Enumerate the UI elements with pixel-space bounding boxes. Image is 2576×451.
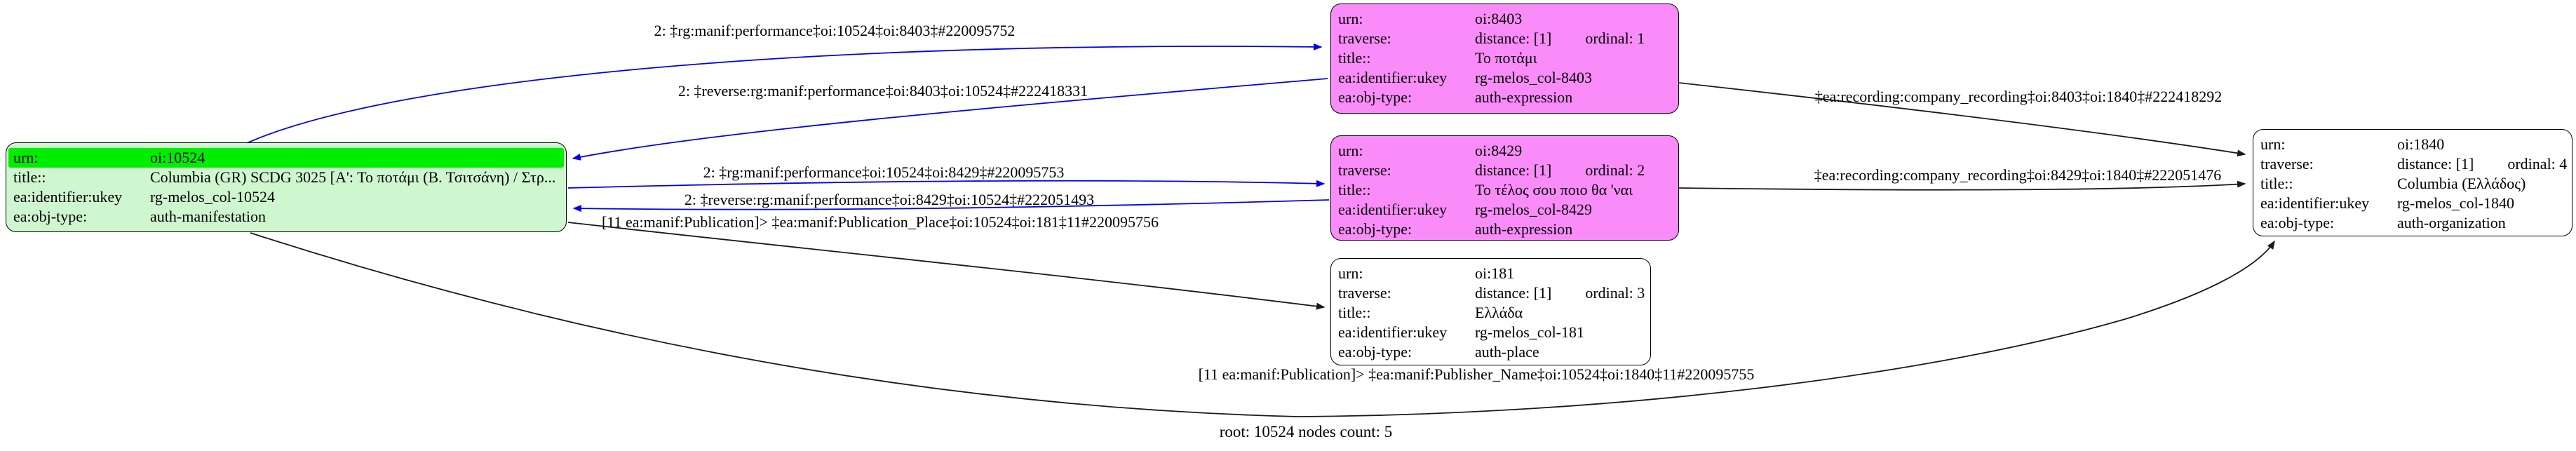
title-value: Το ποτάμι <box>1475 49 1537 67</box>
node-oi-1840: urn: oi:1840 traverse: distance: [1] ordi… <box>2253 129 2572 236</box>
node-oi-181: urn: oi:181 traverse: distance: [1] ordin… <box>1330 258 1651 365</box>
objtype-value: auth-expression <box>1475 220 1573 238</box>
objtype-value: auth-expression <box>1475 88 1573 106</box>
node-181-objtype-row: ea:obj-type: auth-place <box>1338 342 1643 362</box>
ukey-value: rg-melos_col-8429 <box>1475 201 1593 218</box>
field-label: ea:obj-type: <box>13 208 88 225</box>
ukey-value: rg-melos_col-181 <box>1475 323 1585 341</box>
distance-value: distance: [1] <box>2397 155 2474 173</box>
edge-label-performance-8403: 2: ‡rg:manif:performance‡oi:10524‡oi:840… <box>654 22 1016 39</box>
objtype-value: auth-organization <box>2397 214 2506 231</box>
field-label: traverse: <box>1338 161 1391 179</box>
node-8429-traverse-row: traverse: distance: [1] ordinal: 2 <box>1338 161 1671 180</box>
edge-label-company-recording-8429: ‡ea:recording:company_recording‡oi:8429‡… <box>1814 166 2222 184</box>
field-label: title:: <box>2260 175 2293 192</box>
field-label: title:: <box>1338 49 1371 67</box>
field-label: traverse: <box>1338 284 1391 302</box>
edge-performance-10524-8403 <box>246 43 1323 144</box>
field-label: urn: <box>2260 135 2286 153</box>
ordinal-value: ordinal: 3 <box>1585 284 1645 302</box>
node-8429-ukey-row: ea:identifier:ukey rg-melos_col-8429 <box>1338 200 1671 220</box>
edge-publisher-name-10524-1840 <box>250 232 2275 417</box>
urn-value: oi:181 <box>1475 264 1515 282</box>
edge-performance-10524-8429 <box>567 180 1326 189</box>
ordinal-value: ordinal: 4 <box>2507 155 2568 173</box>
title-value: Columbia (GR) SCDG 3025 [Α': Το ποτάμι (… <box>150 168 556 186</box>
urn-value: oi:8429 <box>1475 142 1523 159</box>
field-label: ea:obj-type: <box>1338 220 1412 238</box>
ukey-value: rg-melos_col-10524 <box>150 188 276 206</box>
distance-value: distance: [1] <box>1475 29 1552 47</box>
edge-label-reverse-performance-8403: 2: ‡reverse:rg:manif:performance‡oi:8403… <box>677 82 1088 100</box>
field-label: ea:obj-type: <box>2260 214 2335 231</box>
node-1840-ukey-row: ea:identifier:ukey rg-melos_col-1840 <box>2260 194 2565 213</box>
edge-company-recording-8403-1840 <box>1678 82 2246 157</box>
field-label: ea:obj-type: <box>1338 88 1412 106</box>
edge-company-recording-8429-1840 <box>1678 180 2246 191</box>
urn-value: oi:8403 <box>1475 10 1523 27</box>
field-label: ea:identifier:ukey <box>13 188 123 206</box>
field-label: urn: <box>1338 264 1363 282</box>
node-8403-urn-row: urn: oi:8403 <box>1338 9 1671 29</box>
field-label: ea:identifier:ukey <box>2260 194 2370 212</box>
ordinal-value: ordinal: 2 <box>1585 161 1645 179</box>
title-value: Το τέλος σου ποιο θα 'ναι <box>1475 181 1633 198</box>
node-10524-urn-row: urn: oi:10524 <box>8 148 564 168</box>
node-1840-traverse-row: traverse: distance: [1] ordinal: 4 <box>2260 154 2568 174</box>
node-oi-10524: urn: oi:10524 title:: Columbia (GR) SCDG… <box>6 142 567 232</box>
urn-value: oi:1840 <box>2397 135 2445 153</box>
node-8429-urn-row: urn: oi:8429 <box>1338 141 1671 161</box>
edge-label-company-recording-8403: ‡ea:recording:company_recording‡oi:8403‡… <box>1814 88 2223 105</box>
node-181-title-row: title:: Ελλάδα <box>1338 303 1643 323</box>
node-8429-objtype-row: ea:obj-type: auth-expression <box>1338 220 1671 239</box>
node-8429-title-row: title:: Το τέλος σου ποιο θα 'ναι <box>1338 180 1671 200</box>
title-value: Columbia (Ελλάδος) <box>2397 175 2526 192</box>
distance-value: distance: [1] <box>1475 284 1552 302</box>
field-label: title:: <box>13 168 46 186</box>
node-181-ukey-row: ea:identifier:ukey rg-melos_col-181 <box>1338 323 1643 342</box>
node-1840-objtype-row: ea:obj-type: auth-organization <box>2260 213 2565 233</box>
node-1840-urn-row: urn: oi:1840 <box>2260 135 2565 154</box>
node-1840-title-row: title:: Columbia (Ελλάδος) <box>2260 174 2565 194</box>
field-label: ea:identifier:ukey <box>1338 201 1448 218</box>
node-181-traverse-row: traverse: distance: [1] ordinal: 3 <box>1338 283 1645 303</box>
node-181-urn-row: urn: oi:181 <box>1338 264 1643 283</box>
node-8403-title-row: title:: Το ποτάμι <box>1338 48 1671 68</box>
graph-root-label: root: 10524 nodes count: 5 <box>1219 423 1393 440</box>
node-10524-title-row: title:: Columbia (GR) SCDG 3025 [Α': Το … <box>13 168 559 187</box>
field-label: ea:obj-type: <box>1338 343 1412 361</box>
edge-label-publisher-name: [11 ea:manif:Publication]> ‡ea:manif:Pub… <box>1198 365 1755 383</box>
title-value: Ελλάδα <box>1475 304 1523 321</box>
objtype-value: auth-place <box>1475 343 1539 361</box>
field-label: urn: <box>1338 10 1363 27</box>
node-10524-ukey-row: ea:identifier:ukey rg-melos_col-10524 <box>13 187 559 207</box>
urn-value: oi:10524 <box>150 149 205 166</box>
ukey-value: rg-melos_col-8403 <box>1475 69 1593 86</box>
field-label: ea:identifier:ukey <box>1338 323 1448 341</box>
field-label: urn: <box>13 149 39 166</box>
edge-label-performance-8429: 2: ‡rg:manif:performance‡oi:10524‡oi:842… <box>703 163 1065 181</box>
field-label: urn: <box>1338 142 1363 159</box>
edge-label-publication-place: [11 ea:manif:Publication]> ‡ea:manif:Pub… <box>601 213 1159 231</box>
node-8403-objtype-row: ea:obj-type: auth-expression <box>1338 88 1671 107</box>
ordinal-value: ordinal: 1 <box>1585 29 1645 47</box>
node-oi-8429: urn: oi:8429 traverse: distance: [1] ordi… <box>1330 135 1679 241</box>
node-oi-8403: urn: oi:8403 traverse: distance: [1] ordi… <box>1330 4 1679 114</box>
edge-reverse-performance-8403-10524 <box>572 78 1328 161</box>
node-10524-objtype-row: ea:obj-type: auth-manifestation <box>13 207 559 227</box>
distance-value: distance: [1] <box>1475 161 1552 179</box>
field-label: title:: <box>1338 304 1371 321</box>
field-label: title:: <box>1338 181 1371 198</box>
node-8403-traverse-row: traverse: distance: [1] ordinal: 1 <box>1338 29 1671 48</box>
ukey-value: rg-melos_col-1840 <box>2397 194 2515 212</box>
field-label: ea:identifier:ukey <box>1338 69 1448 86</box>
edge-publication-place-10524-181 <box>567 222 1326 310</box>
field-label: traverse: <box>2260 155 2314 173</box>
edge-reverse-performance-8429-10524 <box>572 199 1330 213</box>
edge-label-reverse-performance-8429: 2: ‡reverse:rg:manif:performance‡oi:8429… <box>684 191 1095 208</box>
field-label: traverse: <box>1338 29 1391 47</box>
objtype-value: auth-manifestation <box>150 208 266 225</box>
node-8403-ukey-row: ea:identifier:ukey rg-melos_col-8403 <box>1338 68 1671 88</box>
